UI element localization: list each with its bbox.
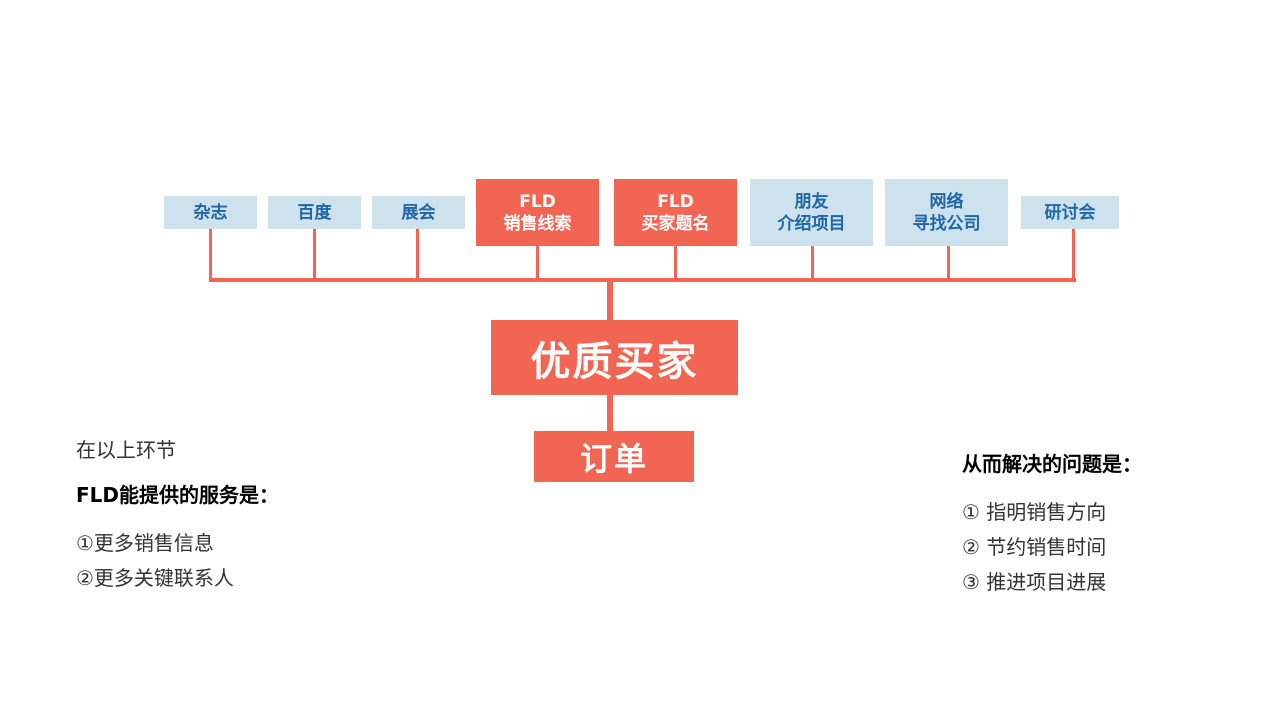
left-intro-text: 在以上环节 (76, 438, 176, 462)
source-label-line1: 网络 (929, 191, 964, 212)
left-heading: FLD能提供的服务是： (76, 483, 280, 507)
right-heading: 从而解决的问题是： (962, 452, 1142, 476)
order-label: 订单 (579, 439, 648, 478)
drop-line-4 (536, 246, 539, 280)
source-label: 研讨会 (1044, 202, 1096, 223)
source-label-line2: 买家题名 (641, 213, 710, 234)
source-label: 百度 (297, 202, 332, 223)
source-label-line1: FLD (519, 191, 556, 212)
source-box-fld-sales-leads: FLD 销售线索 (476, 179, 599, 246)
drop-line-8 (1072, 228, 1075, 280)
source-label: 展会 (401, 202, 436, 223)
source-box-baidu: 百度 (268, 196, 361, 229)
source-box-friend-referral: 朋友 介绍项目 (750, 179, 873, 246)
source-label-line2: 销售线索 (503, 213, 572, 234)
right-item-3: ③ 推进项目进展 (962, 570, 1107, 594)
right-item-2: ② 节约销售时间 (962, 535, 1107, 559)
left-item-2: ②更多关键联系人 (76, 566, 234, 590)
trunk-line (607, 280, 613, 322)
source-label-line2: 寻找公司 (912, 213, 981, 234)
source-label-line2: 介绍项目 (777, 213, 846, 234)
drop-line-5 (674, 246, 677, 280)
drop-line-3 (416, 228, 419, 280)
source-box-exhibition: 展会 (372, 196, 465, 229)
drop-line-7 (947, 246, 950, 280)
source-box-magazine: 杂志 (164, 196, 257, 229)
source-box-seminar: 研讨会 (1021, 196, 1119, 229)
order-link-line (607, 393, 613, 433)
order-box: 订单 (534, 431, 694, 482)
source-label-line1: 朋友 (794, 191, 829, 212)
quality-buyer-label: 优质买家 (530, 338, 699, 385)
drop-line-1 (209, 228, 212, 280)
quality-buyer-box: 优质买家 (491, 320, 738, 395)
source-box-fld-buyer-list: FLD 买家题名 (614, 179, 737, 246)
source-box-online-search: 网络 寻找公司 (885, 179, 1008, 246)
source-label-line1: FLD (657, 191, 694, 212)
bus-line (209, 278, 1076, 282)
drop-line-6 (811, 246, 814, 280)
drop-line-2 (313, 228, 316, 280)
right-item-1: ① 指明销售方向 (962, 500, 1107, 524)
source-label: 杂志 (193, 202, 228, 223)
left-item-1: ①更多销售信息 (76, 531, 214, 555)
